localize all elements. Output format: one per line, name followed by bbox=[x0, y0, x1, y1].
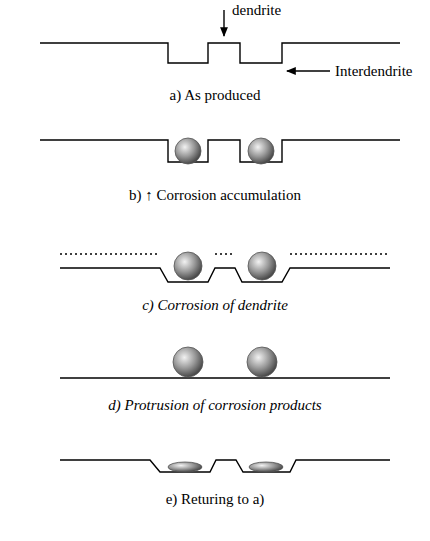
surface-profile bbox=[60, 377, 390, 378]
part-label: dendrite bbox=[232, 1, 281, 19]
original-surface bbox=[60, 253, 390, 254]
step-caption: e) Returing to a) bbox=[166, 490, 265, 508]
pointer-arrow bbox=[223, 10, 224, 36]
step-caption: a) As produced bbox=[170, 86, 261, 104]
surface-profile bbox=[60, 268, 390, 282]
corrosion-product bbox=[248, 252, 276, 280]
part-label: Interdendrite bbox=[335, 62, 412, 80]
step-caption: c) Corrosion of dendrite bbox=[142, 296, 288, 314]
step-caption: d) Protrusion of corrosion products bbox=[108, 396, 321, 414]
corrosion-product bbox=[175, 138, 201, 164]
surface-profile bbox=[40, 140, 400, 162]
corrosion-product bbox=[247, 347, 277, 377]
surface-profile bbox=[40, 43, 400, 63]
corrosion-product bbox=[168, 462, 202, 472]
corrosion-product bbox=[248, 138, 274, 164]
pointer-arrow bbox=[287, 70, 330, 71]
step-caption: b) ↑ Corrosion accumulation bbox=[129, 186, 301, 204]
corrosion-product bbox=[173, 347, 203, 377]
surface-profile bbox=[60, 460, 390, 472]
corrosion-product bbox=[249, 462, 283, 472]
corrosion-product bbox=[174, 252, 202, 280]
